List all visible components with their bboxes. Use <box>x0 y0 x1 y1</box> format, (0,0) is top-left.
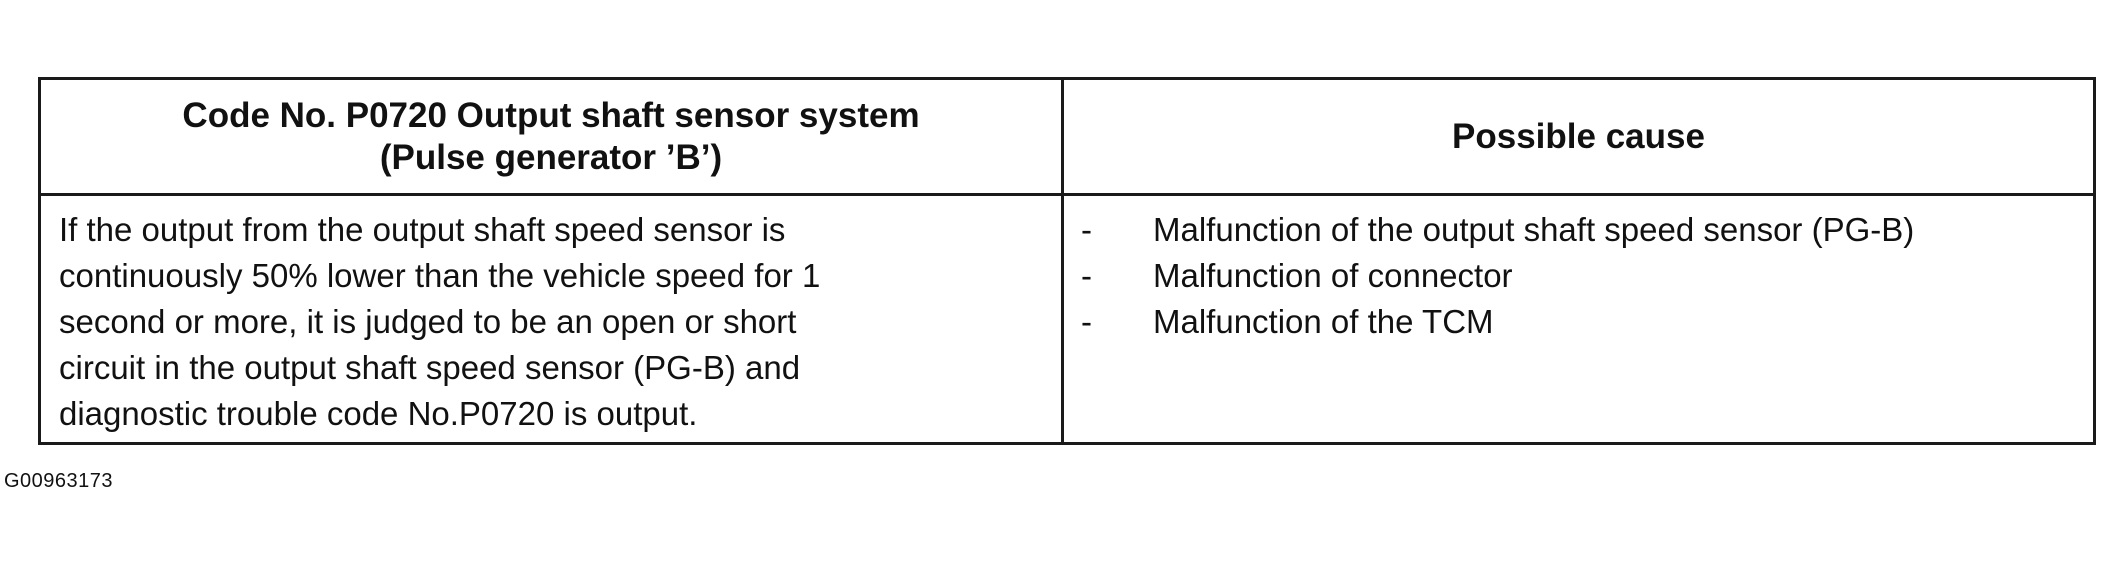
list-item: - Malfunction of connector <box>1081 253 2083 299</box>
cause-text: Malfunction of the TCM <box>1153 303 1494 340</box>
possible-cause-title: Possible cause <box>1452 116 1705 156</box>
cause-text: Malfunction of the output shaft speed se… <box>1153 211 1915 248</box>
code-title: Code No. P0720 Output shaft sensor syste… <box>182 95 920 135</box>
diagnostic-code-table: Code No. P0720 Output shaft sensor syste… <box>38 77 2096 445</box>
header-divider <box>41 193 2093 196</box>
description-line: continuously 50% lower than the vehicle … <box>59 257 821 294</box>
code-subtitle: (Pulse generator ’B’) <box>379 137 723 177</box>
description-line: second or more, it is judged to be an op… <box>59 303 797 340</box>
description-line: If the output from the output shaft spee… <box>59 211 786 248</box>
dash-bullet: - <box>1081 303 1092 340</box>
description-line: circuit in the output shaft speed sensor… <box>59 349 801 386</box>
dash-bullet: - <box>1081 257 1092 294</box>
cause-text: Malfunction of connector <box>1153 257 1513 294</box>
list-item: - Malfunction of the output shaft speed … <box>1081 207 2083 253</box>
possible-cause-list: - Malfunction of the output shaft speed … <box>1081 207 2083 345</box>
possible-cause-header: Possible cause <box>1064 80 2093 193</box>
dash-bullet: - <box>1081 211 1092 248</box>
column-divider <box>1061 80 1064 442</box>
code-description-cell: If the output from the output shaft spee… <box>59 207 1049 437</box>
figure-id: G00963173 <box>4 470 114 492</box>
code-header-cell: Code No. P0720 Output shaft sensor syste… <box>41 80 1061 193</box>
list-item: - Malfunction of the TCM <box>1081 299 2083 345</box>
description-line: diagnostic trouble code No.P0720 is outp… <box>59 395 698 432</box>
